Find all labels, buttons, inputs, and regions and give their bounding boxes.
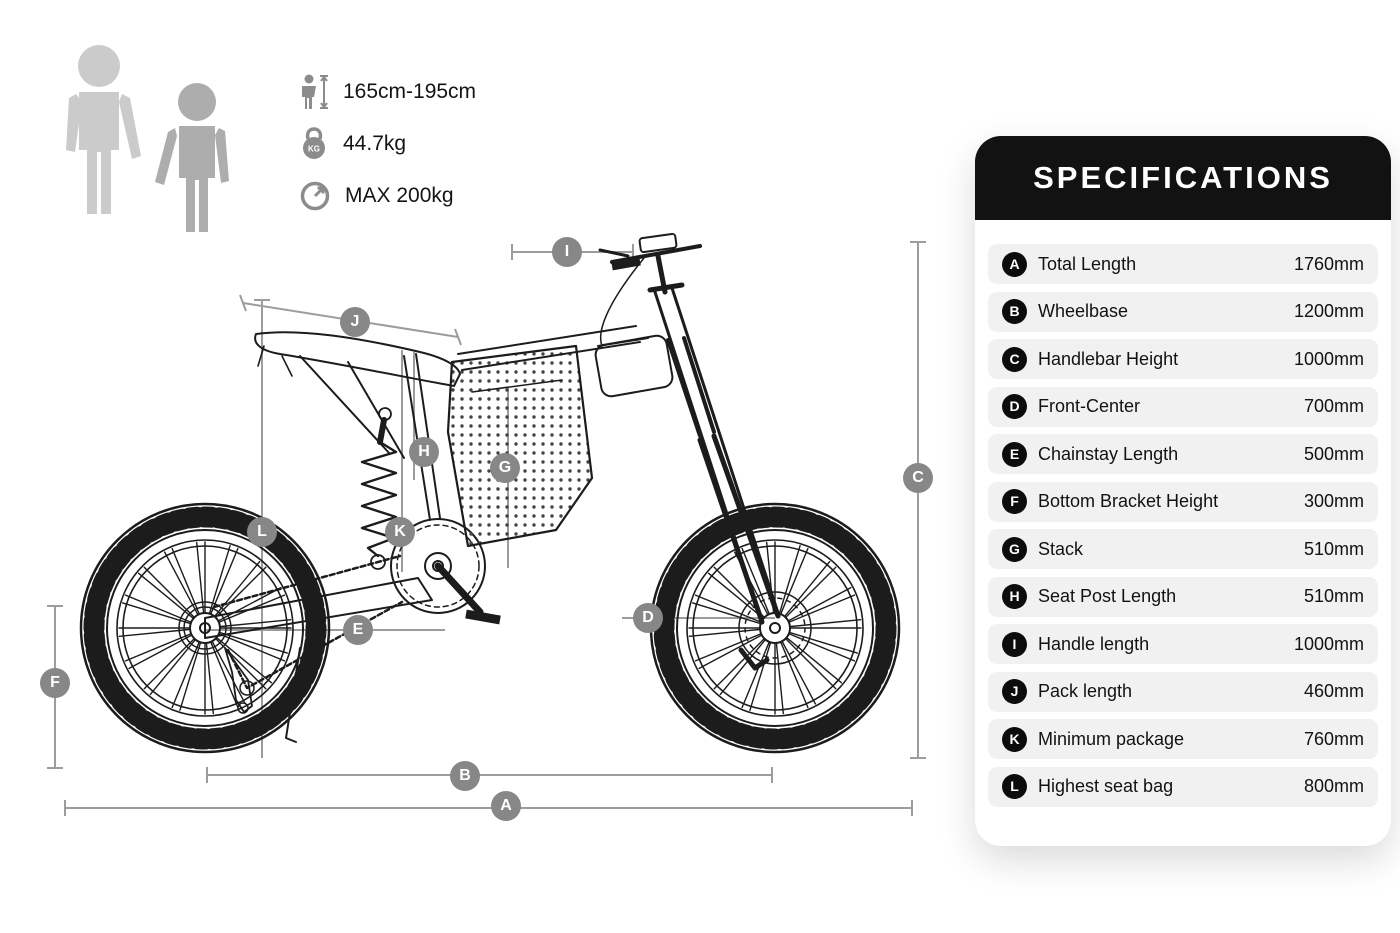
spec-value: 460mm: [1303, 681, 1364, 701]
dimension-marker-j: J: [340, 307, 370, 337]
spec-label: Highest seat bag: [1038, 776, 1174, 796]
front-wheel-spokes: [688, 541, 862, 715]
dimension-marker-f: F: [40, 668, 70, 698]
spec-label: Handle length: [1038, 633, 1150, 654]
spec-key-badge: D: [1002, 394, 1027, 419]
spec-row: D Front-Center 700mm: [988, 386, 1378, 427]
spec-list: A Total Length 1760mm B Wheelbase 1200mm…: [975, 220, 1391, 827]
rider-silhouettes-icon: [66, 45, 229, 232]
bike-artwork: [79, 232, 901, 754]
specifications-panel: SPECIFICATIONS A Total Length 1760mm B W…: [975, 136, 1391, 846]
spec-value: 300mm: [1303, 491, 1364, 511]
spec-row: H Seat Post Length 510mm: [988, 576, 1378, 617]
spec-value: 1200mm: [1293, 301, 1364, 321]
spec-value: 1000mm: [1293, 348, 1364, 369]
bike-line-drawing: [47, 232, 926, 816]
max-load-icon: [300, 181, 330, 210]
spec-value: 800mm: [1303, 776, 1364, 796]
spec-row: I Handle length 1000mm: [988, 624, 1378, 664]
rider-height-row: 165cm-195cm: [298, 74, 476, 109]
spec-key-badge: C: [1002, 346, 1027, 372]
spec-value: 500mm: [1303, 443, 1364, 464]
dimension-marker-l: L: [247, 517, 277, 547]
spec-value: 700mm: [1303, 396, 1364, 416]
spec-row: B Wheelbase 1200mm: [988, 291, 1378, 332]
spec-row: F Bottom Bracket Height 300mm: [988, 481, 1378, 522]
spec-key-badge: B: [1002, 299, 1027, 324]
spec-value: 1000mm: [1293, 633, 1364, 654]
spec-label: Seat Post Length: [1038, 586, 1177, 606]
key-stats-list: 165cm-195cm KG 44.7kg MAX 200kg: [298, 74, 476, 213]
spec-row: A Total Length 1760mm: [988, 244, 1378, 284]
dimension-marker-i: I: [552, 237, 582, 267]
spec-key-badge: L: [1002, 774, 1027, 799]
spec-key-badge: H: [1002, 584, 1027, 609]
spec-row: G Stack 510mm: [988, 529, 1378, 569]
dimension-marker-k: K: [385, 517, 415, 547]
spec-value: 510mm: [1303, 538, 1364, 559]
spec-key-badge: E: [1002, 441, 1027, 467]
spec-row: C Handlebar Height 1000mm: [988, 339, 1378, 379]
dimension-marker-d: D: [633, 603, 663, 633]
dimension-marker-b: B: [450, 761, 480, 791]
dimension-marker-a: A: [491, 791, 521, 821]
dimension-marker-g: G: [490, 453, 520, 483]
weight-icon: KG: [303, 126, 325, 159]
spec-key-badge: I: [1002, 631, 1027, 657]
spec-label: Pack length: [1038, 681, 1133, 701]
max-load-value: MAX 200kg: [345, 183, 454, 207]
spec-label: Stack: [1038, 538, 1084, 559]
rear-wheel-spokes: [118, 541, 292, 715]
spec-label: Wheelbase: [1038, 301, 1129, 321]
dimension-marker-c: C: [903, 463, 933, 493]
spec-value: 760mm: [1303, 728, 1364, 749]
spec-key-badge: G: [1002, 536, 1027, 562]
dimension-marker-h: H: [409, 437, 439, 467]
specifications-title: SPECIFICATIONS: [975, 136, 1391, 220]
bike-diagram: A B C D E F G H I J K L: [40, 232, 933, 821]
spec-key-badge: F: [1002, 489, 1027, 514]
bike-weight-row: KG 44.7kg: [298, 126, 476, 161]
spec-row: E Chainstay Length 500mm: [988, 434, 1378, 474]
spec-label: Minimum package: [1038, 728, 1185, 749]
spec-key-badge: A: [1002, 251, 1027, 277]
spec-value: 1760mm: [1293, 253, 1364, 274]
rider-height-value: 165cm-195cm: [343, 79, 477, 103]
dimension-marker-e: E: [343, 615, 373, 645]
spec-label: Handlebar Height: [1038, 348, 1179, 369]
spec-label: Front-Center: [1038, 396, 1141, 416]
spec-row: J Pack length 460mm: [988, 671, 1378, 712]
rider-height-icon: [302, 74, 328, 109]
spec-value: 510mm: [1303, 586, 1364, 606]
max-load-row: MAX 200kg: [298, 178, 476, 213]
spec-row: L Highest seat bag 800mm: [988, 766, 1378, 807]
spec-label: Chainstay Length: [1038, 443, 1179, 464]
spec-row: K Minimum package 760mm: [988, 719, 1378, 759]
spec-label: Bottom Bracket Height: [1038, 491, 1219, 511]
spec-key-badge: K: [1002, 726, 1027, 752]
spec-label: Total Length: [1038, 253, 1137, 274]
spec-key-badge: J: [1002, 679, 1027, 704]
bike-weight-value: 44.7kg: [343, 131, 407, 155]
svg-text:KG: KG: [308, 144, 320, 153]
